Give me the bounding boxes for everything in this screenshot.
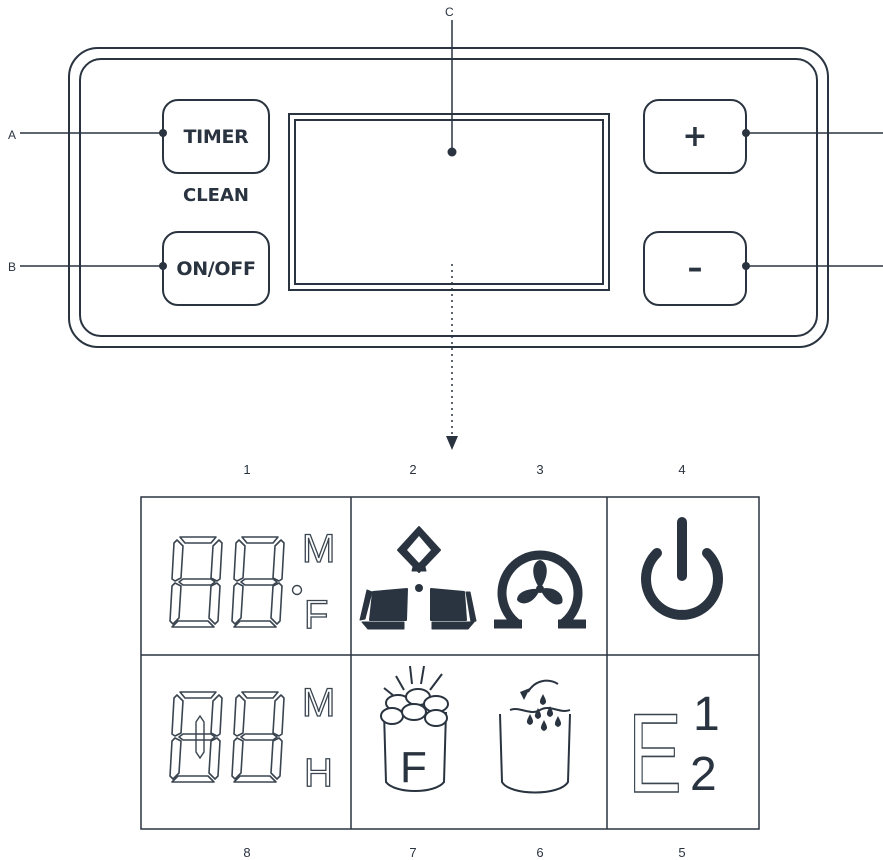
- error-letter: E: [628, 691, 682, 816]
- water-drops-icon: [520, 688, 562, 731]
- display-window-inner: [294, 119, 604, 285]
- callout-a: A: [8, 128, 17, 142]
- legend-number-5: 5: [678, 845, 686, 860]
- timer-button[interactable]: TIMER: [162, 99, 270, 174]
- display-window-outer: [288, 113, 610, 291]
- clock-digits-display: [169, 691, 285, 783]
- water-tank-icon: [499, 679, 571, 794]
- cooling-fan-icon: [494, 550, 586, 629]
- callout-c: C: [445, 5, 454, 19]
- timer-unit-top: M: [302, 527, 335, 571]
- filter-letter: F: [400, 743, 427, 792]
- legend-number-7: 7: [409, 845, 417, 860]
- clock-unit-bottom: H: [304, 751, 333, 795]
- legend-number-6: 6: [536, 845, 544, 860]
- ice-full-icon: [380, 665, 449, 792]
- error-code-bottom: 2: [690, 748, 717, 801]
- legend-number-8: 8: [243, 845, 251, 860]
- callout-b: B: [8, 260, 17, 274]
- on-off-button[interactable]: ON/OFF: [162, 231, 270, 306]
- timer-unit-bottom: F: [304, 593, 328, 637]
- plus-button[interactable]: +: [643, 99, 747, 174]
- legend-grid: [140, 496, 760, 830]
- legend-number-2: 2: [409, 462, 417, 477]
- legend-number-4: 4: [678, 462, 686, 477]
- fan-blades-icon: [517, 560, 563, 605]
- clock-unit-top: M: [302, 681, 335, 725]
- control-panel-inner-border: [79, 58, 818, 337]
- fan-speed-icon: [359, 526, 477, 630]
- control-panel-outer-border: [68, 47, 829, 348]
- error-code-top: 1: [693, 688, 720, 741]
- legend-number-3: 3: [536, 462, 544, 477]
- clean-label: CLEAN: [183, 185, 249, 206]
- power-icon: [641, 517, 723, 620]
- legend-number-1: 1: [243, 462, 251, 477]
- minus-button[interactable]: –: [643, 231, 747, 306]
- timer-digits-display: [169, 536, 303, 628]
